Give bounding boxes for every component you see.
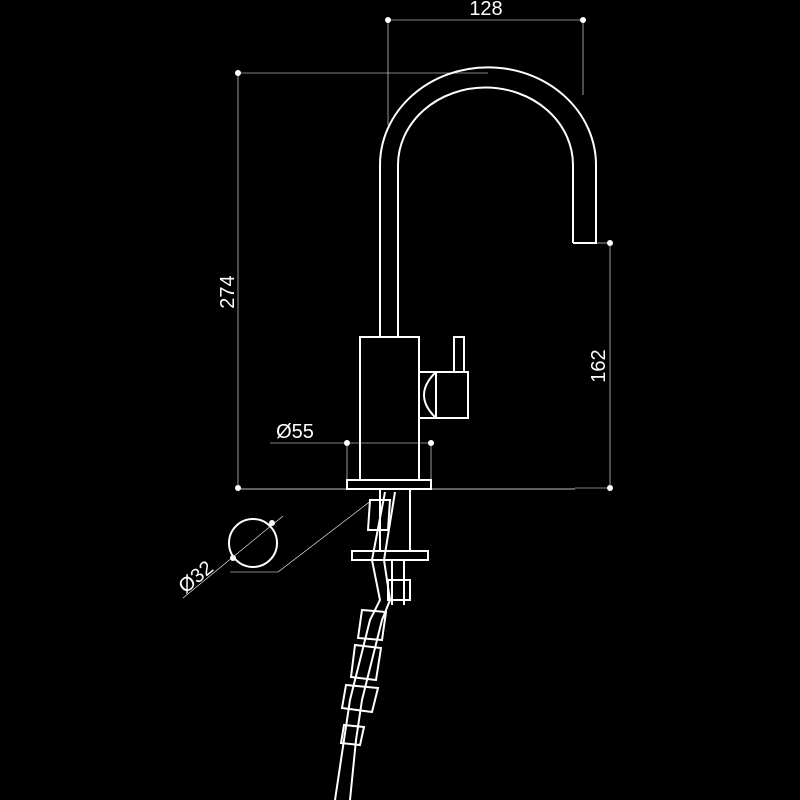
dimension-label-spout-reach: 128 [469, 0, 502, 20]
mounting-plate [351, 550, 429, 561]
dimension-label-spout-height: 162 [588, 349, 610, 382]
mounting-hole-section [228, 518, 278, 568]
dimension-label-base-diameter: Ø55 [276, 421, 314, 443]
faucet-body [359, 336, 420, 481]
dimension-label-overall-height: 274 [217, 275, 239, 308]
lever-hub [419, 371, 439, 419]
dimension-label-hole-diameter: Ø32 [175, 557, 218, 598]
lever-block [435, 371, 469, 419]
hose-fitting-4 [340, 683, 380, 714]
hose-fitting-5 [339, 723, 366, 747]
dimension-spout-height: 162 [575, 240, 613, 491]
dimension-spout-reach: 128 [385, 0, 586, 125]
hose [334, 491, 386, 800]
hose-fitting-1 [366, 499, 392, 531]
dimension-base-diameter: Ø55 [270, 421, 434, 480]
hose-fitting-2 [356, 608, 388, 642]
mounting-assembly [334, 488, 429, 800]
spout-outer [379, 66, 597, 337]
threaded-rod [391, 560, 405, 605]
faucet [346, 66, 597, 490]
hose-fitting-3 [349, 643, 383, 682]
lever-stem [453, 336, 465, 373]
base-flange [346, 479, 432, 490]
dimension-overall-height: 274 [217, 70, 488, 491]
dimension-hole-diameter: Ø32 [175, 499, 373, 599]
spout-inner [397, 86, 574, 337]
